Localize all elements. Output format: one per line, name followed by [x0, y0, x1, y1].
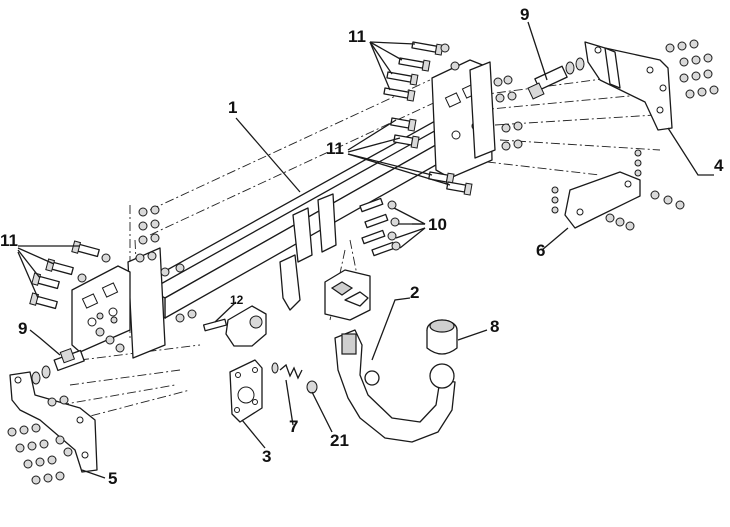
crossbar-part-1: [71, 59, 496, 359]
callout-1: 1: [228, 98, 237, 117]
bolt-part-9-top: [527, 57, 585, 100]
callout-2: 2: [410, 283, 419, 302]
bolt-set-part-10: [359, 197, 401, 257]
callout-5: 5: [108, 469, 117, 488]
callout-21: 21: [330, 431, 349, 450]
callout-6: 6: [536, 241, 545, 260]
callout-9-top: 9: [520, 5, 529, 24]
nut-cluster-left-top: [135, 205, 197, 323]
clamp-part-6: [564, 171, 641, 229]
nut-cluster-clamp: [551, 149, 685, 231]
callout-8: 8: [490, 317, 499, 336]
leader-lines: [17, 21, 714, 479]
ball-cover-part-8: [426, 319, 458, 355]
nut-cluster-left-plate: [95, 312, 125, 353]
socket-housing-part-2: [324, 269, 371, 321]
callout-7: 7: [289, 417, 298, 436]
callout-11-top: 11: [348, 27, 366, 46]
callout-10: 10: [428, 215, 447, 234]
bolt-part-9-left: [31, 348, 85, 385]
socket-plate-part-3: [229, 359, 263, 423]
ball-arm-part-2: [334, 329, 456, 443]
callout-4: 4: [714, 156, 724, 175]
nut-cluster-center-right: [493, 75, 523, 151]
nut-cluster-right: [665, 39, 719, 99]
bolt-set-middle: [390, 117, 473, 196]
side-bracket-part-5: [9, 371, 98, 473]
bolt-set-top: [383, 41, 460, 102]
callout-12: 12: [230, 293, 244, 307]
nut-cluster-bottom-left: [7, 395, 73, 485]
spring-part-7: [271, 362, 303, 380]
assembly-lines: [59, 77, 661, 421]
callout-11-left: 11: [0, 231, 18, 250]
callout-9-left: 9: [18, 319, 27, 338]
callout-labels: 1 2 3 4 5 6 7 8 9 9 10 11 11 11 12 21: [0, 5, 724, 488]
pivot-bracket-part-12: [202, 305, 267, 347]
callout-3: 3: [262, 447, 271, 466]
washer-part-21: [306, 380, 318, 394]
callout-11-mid: 11: [326, 139, 344, 158]
side-bracket-part-4: [584, 41, 673, 131]
